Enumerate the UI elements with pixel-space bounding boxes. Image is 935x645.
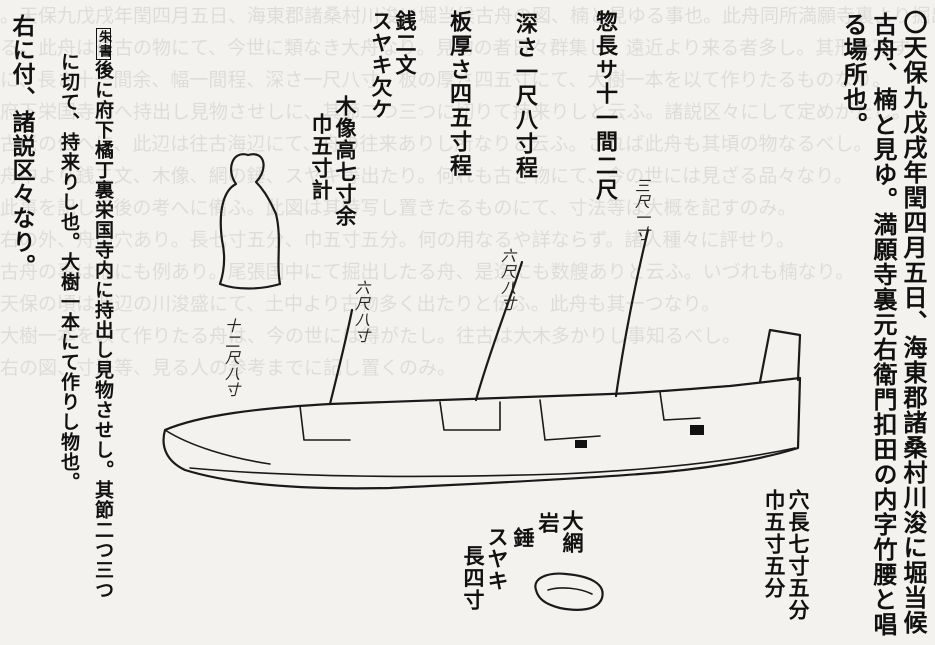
main-text-column-3: る場所也。 bbox=[839, 12, 867, 137]
total-length-annotation: 惣長サ十一間二尺 bbox=[592, 10, 617, 202]
boat-bow-inner bbox=[164, 429, 271, 465]
note-column-2: に切て、持来りし也。大樹一本にて作りし物也。 bbox=[58, 52, 80, 492]
note-column-1-text: 後に府下橘丁裏栄国寺内に持出し見物させし。其節二つ三つ bbox=[92, 60, 114, 600]
background-text-line: に、長さ十一間余、幅一間程、深さ一尺八寸、板の厚さ四五寸にて、大樹一本を以て作り… bbox=[0, 69, 892, 91]
handwritten-label-c: 六尺八寸 bbox=[499, 248, 517, 312]
main-text-column-1: 〇天保九戊戌年閏四月五日、海東郡諸桑村川浚に堀当候 bbox=[899, 10, 927, 635]
background-text-line: 大樹一本を以て作りたる舟は、今の世には得がたし。往古は大木多かりし事知るべし。 bbox=[0, 325, 742, 347]
note-tag: 朱書 bbox=[96, 28, 111, 60]
wooden-statue-outline bbox=[218, 153, 282, 290]
plank-thickness-annotation: 板厚さ四五寸程 bbox=[446, 10, 471, 178]
coin-annotation-line-2: スヤキ欠ケ bbox=[369, 10, 393, 120]
background-text-line: 此事を記して後の考へに備ふ。此図は其時写し置きたるものにて、寸法等は大概を記すの… bbox=[0, 197, 797, 219]
background-text-line: 府下栄国寺内へ持出し見物させしに、其節二つ三つに切りて持来りしと云ふ。諸説区々に… bbox=[0, 101, 911, 123]
hull-hole bbox=[690, 425, 704, 435]
hole-annotation-line-1: 穴長七寸五分 bbox=[786, 489, 810, 621]
net-weight-line-2: 岩 bbox=[536, 512, 560, 534]
background-text-line: 右の図、寸法等、見る人の参考までに記し置くのみ。 bbox=[0, 357, 457, 379]
net-weight-line-3: 錘 bbox=[511, 527, 535, 549]
handwritten-label-a: 十二尺八寸 bbox=[223, 318, 241, 398]
hole-annotation-line-2: 巾五寸五分 bbox=[762, 489, 786, 599]
background-text-line: 右の外、舟の穴あり。長七寸五分、巾五寸五分。何の用なるや詳ならず。諸人種々に評せ… bbox=[0, 229, 795, 251]
net-weight-line-1: 大網 bbox=[560, 510, 584, 554]
sueki-annotation-line-2: 長四寸 bbox=[461, 545, 485, 611]
statue-annotation-line-2: 巾五寸計 bbox=[309, 113, 333, 201]
hull-partition-1 bbox=[299, 405, 351, 441]
stern-post bbox=[758, 328, 802, 384]
background-text-line: 天保の頃は此辺の川浚盛にて、土中より古物多く出たりと伝ふ。此舟も其一つなり。 bbox=[0, 293, 721, 315]
sueki-pottery-sketch bbox=[534, 572, 604, 611]
sueki-pottery-inner bbox=[547, 587, 593, 595]
statue-annotation-line-1: 木像高七寸余 bbox=[333, 95, 357, 227]
background-text-line: る。此舟は往古の物にて、今世に類なき大舟なり。見物の者日々群集し、遠近より来る者… bbox=[0, 37, 911, 59]
hull-partition-4 bbox=[659, 391, 701, 421]
mast-mid bbox=[474, 260, 524, 402]
coin-annotation-line-1: 銭二文 bbox=[393, 10, 417, 76]
mast-right bbox=[614, 228, 650, 398]
sueki-annotation-line-1: スヤキ bbox=[485, 526, 509, 592]
hull-partition-3 bbox=[539, 399, 601, 441]
background-text-line: 古老の伝へに、此辺は往古海辺にて、舟の往来ありし所なりと云ふ。されば此舟も其頃の… bbox=[0, 133, 873, 155]
hull-slot bbox=[575, 440, 587, 448]
note-column-1: 朱書後に府下橘丁裏栄国寺内に持出し見物させし。其節二つ三つ bbox=[92, 28, 114, 600]
background-text-line: 舟中より銭二文、木像、網の錘、スヤキ等出たり。何れも古き物にて、今の世には見ざる… bbox=[0, 165, 853, 187]
background-text-line: 。天保九戊戌年閏四月五日、海東郡諸桑村川浚に堀当候古舟の図、楠と見ゆる事也。此舟… bbox=[0, 5, 935, 27]
hull-waterline bbox=[189, 447, 796, 478]
depth-annotation: 深さ一尺八寸程 bbox=[512, 12, 537, 180]
boat-hull-outline bbox=[162, 376, 802, 490]
handwritten-label-b: 六尺八寸 bbox=[353, 280, 371, 344]
handwritten-label-d: 三尺一寸 bbox=[633, 178, 651, 242]
note-column-3: 右に付、諸説区々なり。 bbox=[8, 14, 34, 278]
mast-left bbox=[328, 308, 354, 406]
main-text-column-2: 古舟、楠と見ゆ。満願寺裏元右衛門扣田の内字竹腰と唱 bbox=[869, 12, 897, 637]
hull-partition-2 bbox=[439, 401, 501, 431]
